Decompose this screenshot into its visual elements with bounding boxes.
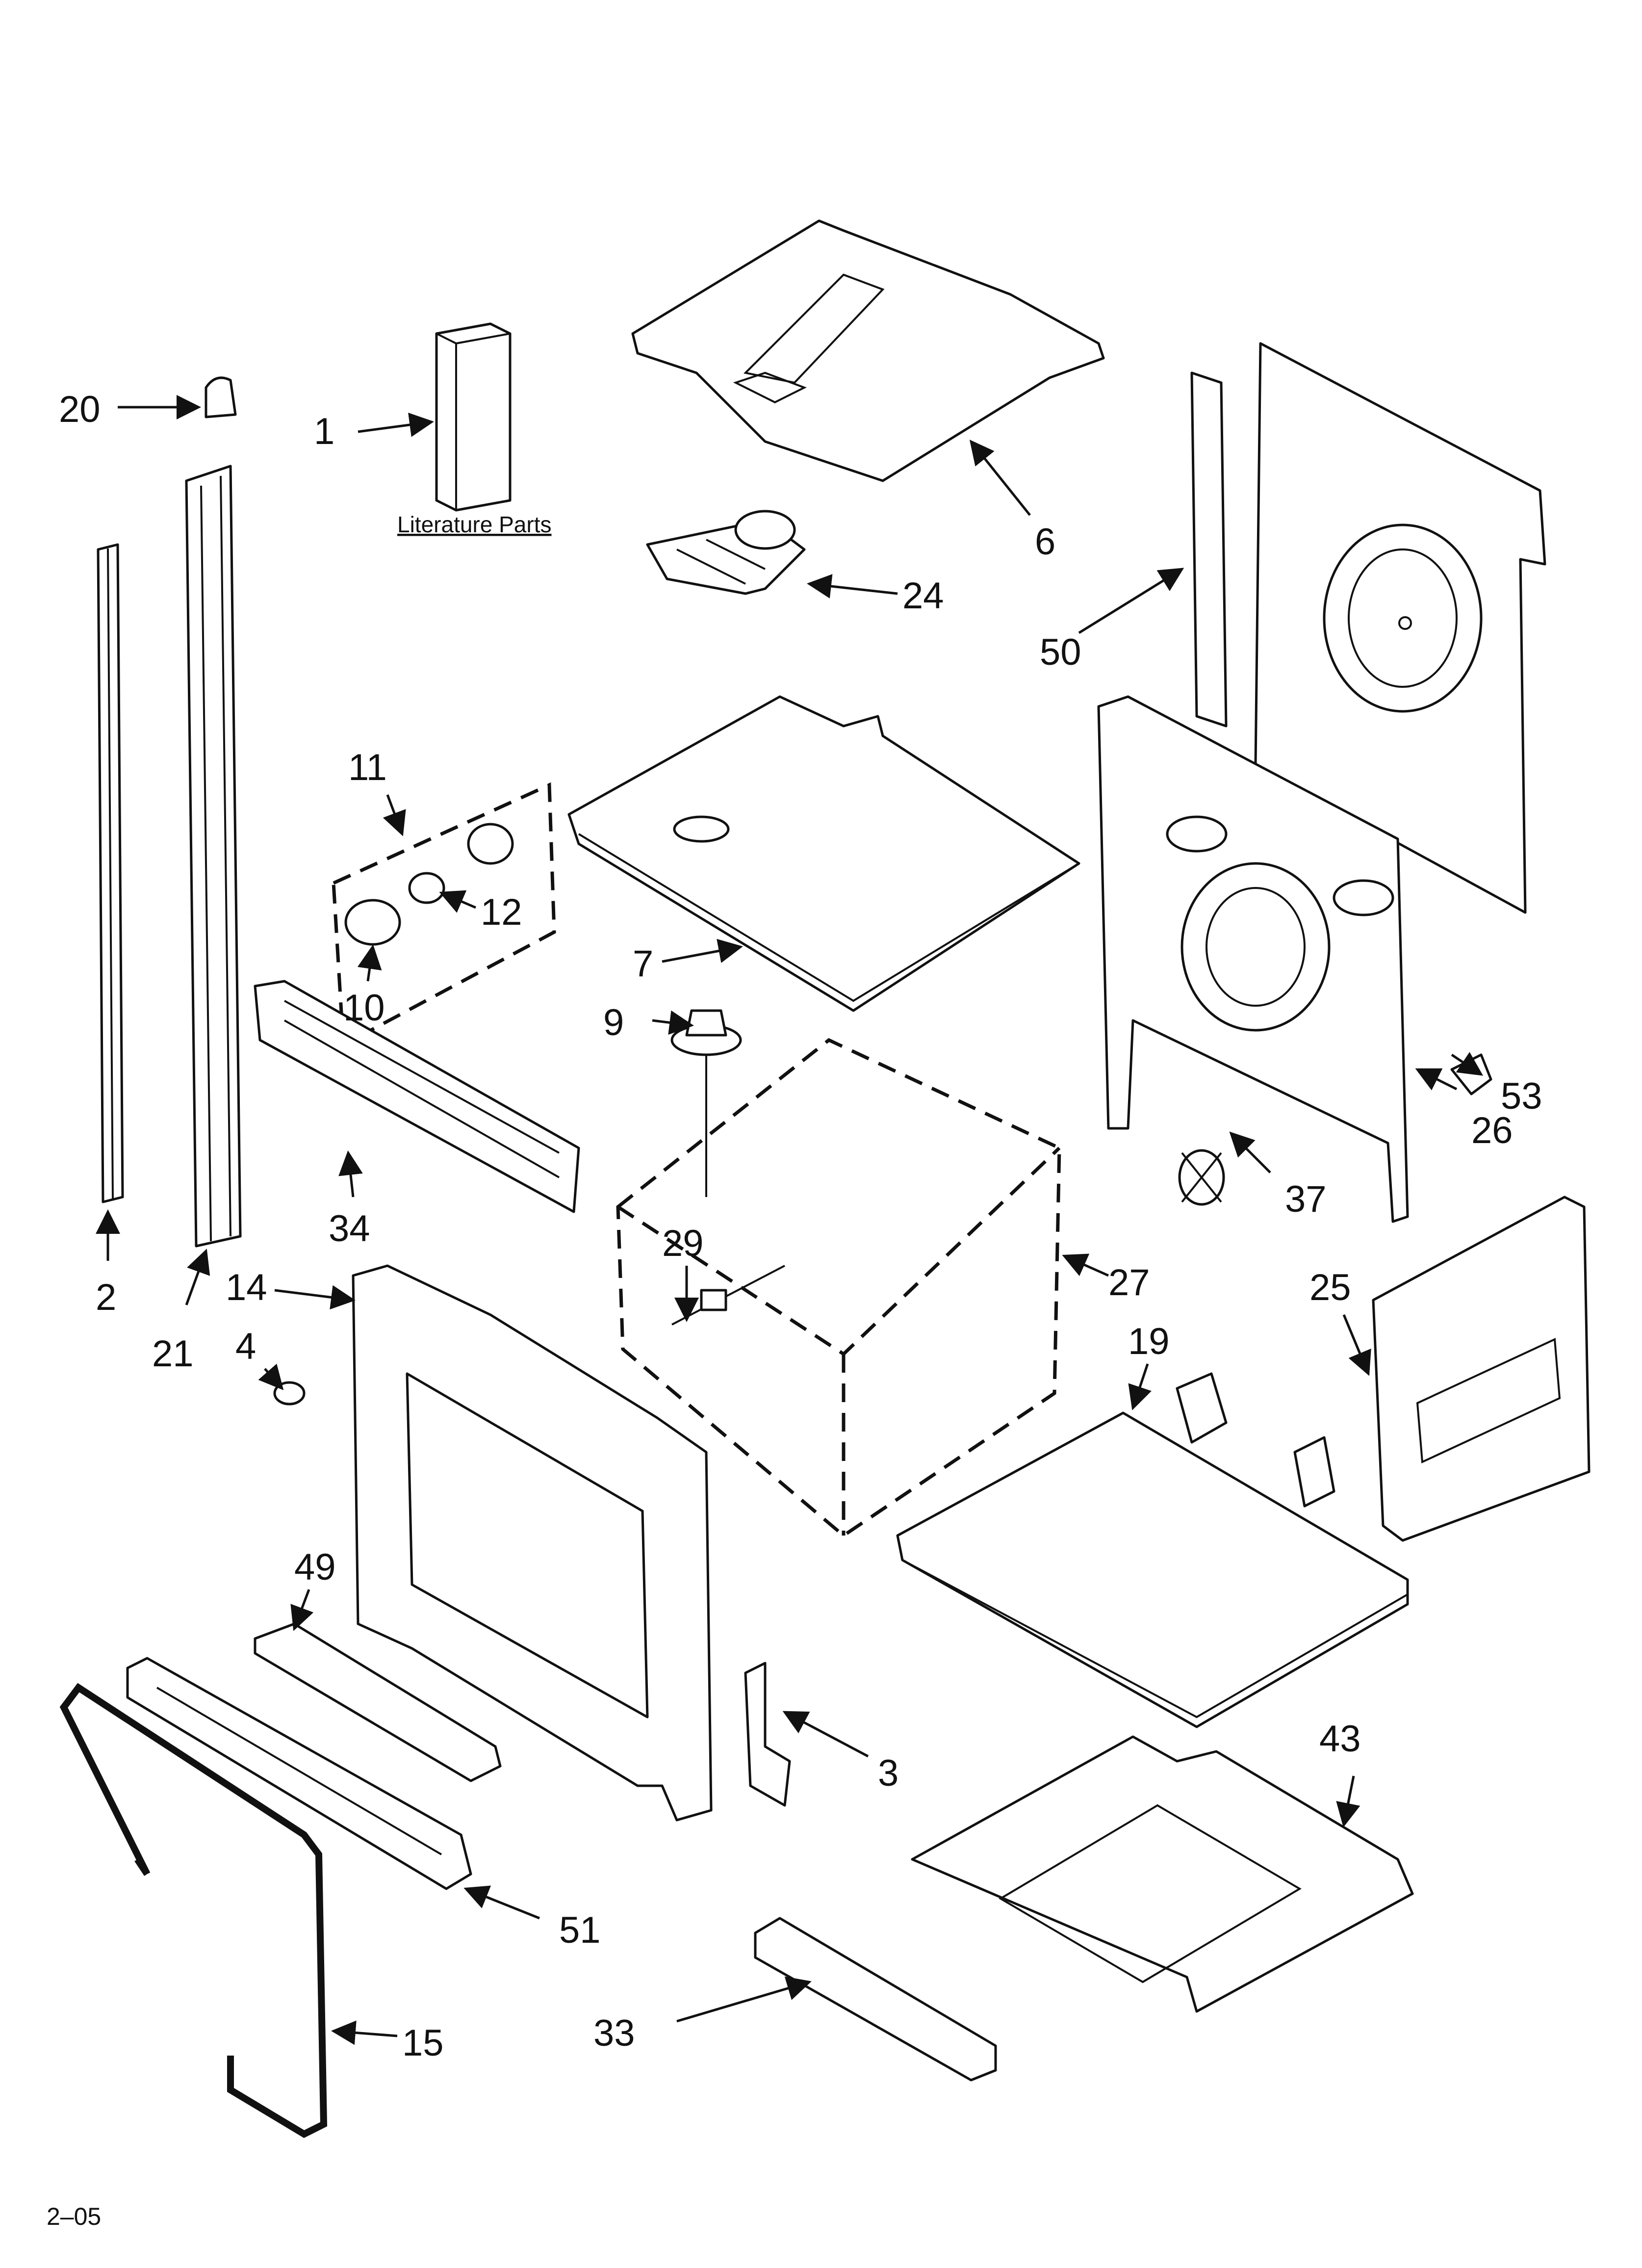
part-43-base-pan <box>911 1735 1414 2013</box>
callout-10: 10 <box>343 987 385 1029</box>
leader-lines <box>96 395 1484 2045</box>
part-29-probe-jack <box>671 1265 785 1326</box>
part-1-literature: Literature Parts <box>397 322 551 537</box>
callout-51: 51 <box>559 1909 601 1951</box>
callout-25: 25 <box>1309 1267 1351 1308</box>
callout-3: 3 <box>878 1752 898 1794</box>
part-7-oven-top <box>567 695 1080 1012</box>
callout-53: 53 <box>1501 1075 1542 1117</box>
callout-2: 2 <box>96 1277 116 1318</box>
part-24-latch-assembly <box>646 510 806 595</box>
part-26-oven-rear-wall <box>1097 695 1409 1223</box>
callout-50: 50 <box>1040 631 1081 673</box>
callout-49: 49 <box>294 1546 336 1588</box>
part-50-rear-panel <box>1190 342 1546 914</box>
part-11-switch-group <box>332 782 556 1048</box>
part-21-side-trim <box>185 465 242 1248</box>
callout-20: 20 <box>59 389 101 430</box>
callout-26: 26 <box>1471 1110 1513 1151</box>
part-33-front-rail <box>754 1917 997 2082</box>
part-37-thermal-switch <box>1178 1149 1225 1206</box>
callout-34: 34 <box>329 1208 370 1250</box>
callout-14: 14 <box>226 1267 267 1308</box>
callout-9: 9 <box>603 1002 624 1043</box>
part-2-trim-strip <box>97 543 124 1203</box>
part-53-bracket <box>1450 1053 1492 1095</box>
callout-15: 15 <box>402 2022 444 2064</box>
callout-29: 29 <box>662 1223 704 1264</box>
callout-33: 33 <box>593 2012 635 2054</box>
callout-11: 11 <box>348 747 387 788</box>
callout-27: 27 <box>1108 1262 1150 1303</box>
part-51-front-vent-trim <box>126 1657 472 1890</box>
callout-24: 24 <box>902 575 944 617</box>
part-9-sensor <box>670 1009 742 1197</box>
callout-4: 4 <box>235 1326 256 1367</box>
callout-labels: 20 1 6 24 50 11 12 10 7 9 53 26 37 34 29… <box>59 389 1542 2064</box>
revision-code: 2–05 <box>47 2203 101 2230</box>
part-27-oven-cavity <box>616 1038 1061 1538</box>
part-34-vent-grille <box>254 980 580 1213</box>
callout-19: 19 <box>1128 1321 1170 1362</box>
literature-caption: Literature Parts <box>397 512 551 537</box>
callout-21: 21 <box>152 1333 194 1375</box>
part-14-front-frame <box>352 1264 713 1822</box>
callout-1: 1 <box>314 411 334 452</box>
callout-6: 6 <box>1035 521 1055 563</box>
callout-12: 12 <box>481 891 522 933</box>
callout-7: 7 <box>633 943 653 985</box>
part-20-clip <box>205 376 237 418</box>
part-19-oven-bottom <box>896 1372 1409 1728</box>
callout-37: 37 <box>1285 1178 1327 1220</box>
part-3-hinge-bracket <box>744 1662 791 1807</box>
part-25-side-panel <box>1372 1196 1591 1542</box>
part-6-top-shield <box>631 219 1105 482</box>
callout-43: 43 <box>1319 1718 1361 1760</box>
part-15-gasket <box>59 1683 328 2138</box>
